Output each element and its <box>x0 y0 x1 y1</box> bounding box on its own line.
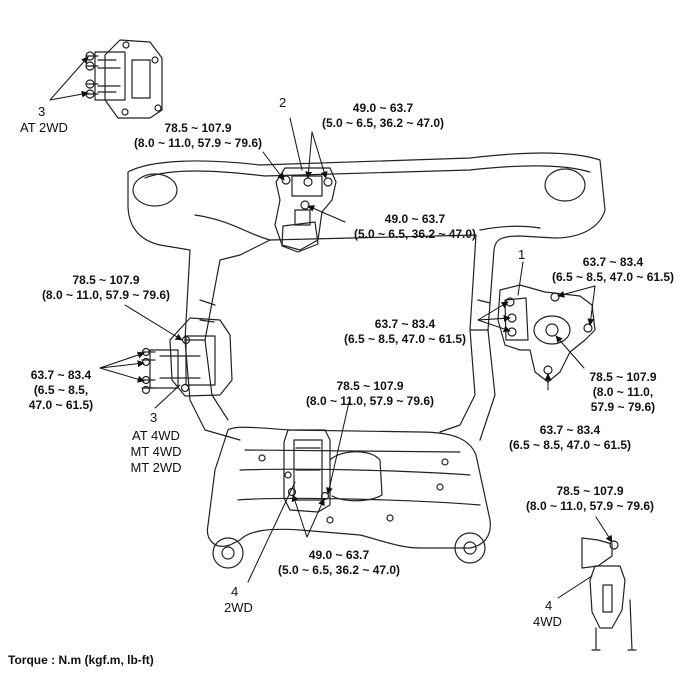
torque-right-mid: 63.7 ~ 83.4 (6.5 ~ 8.5, 47.0 ~ 61.5) <box>330 317 480 347</box>
callout-2: 2 <box>279 95 287 110</box>
callout-3-left: 3 <box>150 410 158 425</box>
torque-bottom: 49.0 ~ 63.7 (5.0 ~ 6.5, 36.2 ~ 47.0) <box>264 548 414 578</box>
torque-right-side-units-2: 57.9 ~ 79.6) <box>590 400 656 414</box>
mount-1 <box>497 284 596 383</box>
torque-left-lower: 63.7 ~ 83.4 (6.5 ~ 8.5, 47.0 ~ 61.5) <box>18 368 104 413</box>
torque-right-low-units: (6.5 ~ 8.5, 47.0 ~ 61.5) <box>508 438 632 452</box>
torque-top-right: 49.0 ~ 63.7 (5.0 ~ 6.5, 36.2 ~ 47.0) <box>308 101 458 131</box>
torque-right-mid-units: (6.5 ~ 8.5, 47.0 ~ 61.5) <box>343 332 467 346</box>
torque-4wd-units: (8.0 ~ 11.0, 57.9 ~ 79.6) <box>525 499 655 513</box>
torque-right-side-value: 78.5 ~ 107.9 <box>589 370 657 384</box>
torque-top-right-value: 49.0 ~ 63.7 <box>352 101 414 115</box>
torque-left-lower-units-2: 47.0 ~ 61.5) <box>28 398 94 412</box>
torque-right-top: 63.7 ~ 83.4 (6.5 ~ 8.5, 47.0 ~ 61.5) <box>538 255 688 285</box>
callout-3-top: 3 <box>38 104 46 119</box>
caption-at-2wd: AT 2WD <box>20 120 68 135</box>
torque-bottom-mid-value: 78.5 ~ 107.9 <box>336 379 404 393</box>
torque-right-low: 63.7 ~ 83.4 (6.5 ~ 8.5, 47.0 ~ 61.5) <box>495 423 645 453</box>
caption-3-left-line2: MT 4WD <box>130 444 182 459</box>
torque-left-upper: 78.5 ~ 107.9 (8.0 ~ 11.0, 57.9 ~ 79.6) <box>26 273 186 303</box>
caption-4wd: 4WD <box>533 614 562 629</box>
torque-bottom-mid-units: (8.0 ~ 11.0, 57.9 ~ 79.6) <box>305 394 435 408</box>
torque-bottom-mid: 78.5 ~ 107.9 (8.0 ~ 11.0, 57.9 ~ 79.6) <box>290 379 450 409</box>
callout-4-left: 4 <box>231 584 239 599</box>
mount-3-at2wd <box>85 39 163 119</box>
torque-units-footer: Torque : N.m (kgf.m, lb-ft) <box>8 653 154 667</box>
torque-right-low-value: 63.7 ~ 83.4 <box>539 423 601 437</box>
leader-lines <box>49 56 613 599</box>
torque-bottom-units: (5.0 ~ 6.5, 36.2 ~ 47.0) <box>277 563 401 577</box>
torque-right-top-value: 63.7 ~ 83.4 <box>582 255 644 269</box>
torque-left-lower-value: 63.7 ~ 83.4 <box>30 368 92 382</box>
torque-left-lower-units-1: (6.5 ~ 8.5, <box>33 383 89 397</box>
torque-center-value: 49.0 ~ 63.7 <box>384 212 446 226</box>
torque-top-left-units: (8.0 ~ 11.0, 57.9 ~ 79.6) <box>133 136 263 150</box>
torque-top-right-units: (5.0 ~ 6.5, 36.2 ~ 47.0) <box>321 116 445 130</box>
mount-3-left <box>141 317 233 397</box>
torque-right-top-units: (6.5 ~ 8.5, 47.0 ~ 61.5) <box>551 270 675 284</box>
torque-center-units: (5.0 ~ 6.5, 36.2 ~ 47.0) <box>353 227 477 241</box>
torque-top-left: 78.5 ~ 107.9 (8.0 ~ 11.0, 57.9 ~ 79.6) <box>118 121 278 151</box>
torque-left-upper-value: 78.5 ~ 107.9 <box>72 273 140 287</box>
callout-4-right: 4 <box>545 598 553 613</box>
mount-4-4wd <box>581 537 637 651</box>
torque-right-mid-value: 63.7 ~ 83.4 <box>374 317 436 331</box>
caption-3-left-line1: AT 4WD <box>132 428 180 443</box>
torque-right-side-units-1: (8.0 ~ 11.0, <box>592 385 654 399</box>
torque-center: 49.0 ~ 63.7 (5.0 ~ 6.5, 36.2 ~ 47.0) <box>340 212 490 242</box>
caption-3-left-line3: MT 2WD <box>130 460 182 475</box>
subframe <box>127 152 606 569</box>
torque-4wd-value: 78.5 ~ 107.9 <box>556 484 624 498</box>
caption-2wd: 2WD <box>224 600 253 615</box>
torque-right-side: 78.5 ~ 107.9 (8.0 ~ 11.0, 57.9 ~ 79.6) <box>578 370 668 415</box>
callout-1: 1 <box>518 247 526 262</box>
torque-top-left-value: 78.5 ~ 107.9 <box>164 121 232 135</box>
torque-bottom-value: 49.0 ~ 63.7 <box>308 548 370 562</box>
torque-left-upper-units: (8.0 ~ 11.0, 57.9 ~ 79.6) <box>41 288 171 302</box>
torque-4wd: 78.5 ~ 107.9 (8.0 ~ 11.0, 57.9 ~ 79.6) <box>510 484 670 514</box>
